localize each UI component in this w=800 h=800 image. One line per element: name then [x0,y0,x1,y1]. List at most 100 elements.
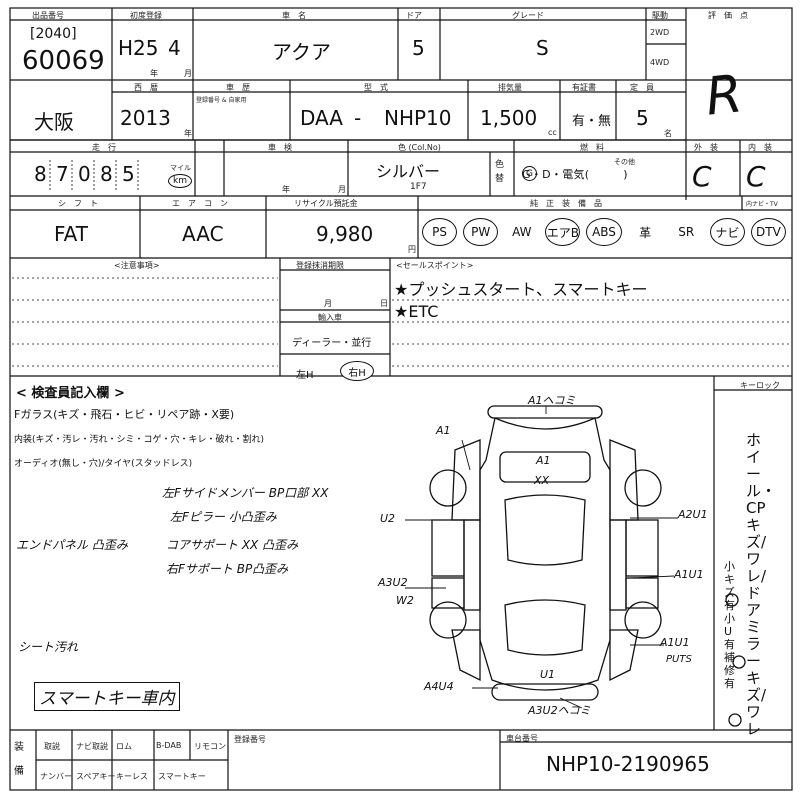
damage-mark: A1U1 [674,568,704,581]
grade-label: グレード [512,11,544,20]
damage-mark: W2 [396,594,414,607]
mileage-label: 走 行 [92,143,116,152]
notes-label: <注意事項> [114,261,160,270]
interior-grade: C [746,160,766,193]
capacity-label: 定 員 [630,83,654,92]
month-mark: 月 [184,69,192,78]
year-label: 西 暦 [134,83,158,92]
exterior-grade: C [692,160,712,193]
equipment-item: AW [512,225,532,239]
first-reg-label: 初度登録 [130,11,162,20]
sales-point: ★プッシュスタート、スマートキー [394,280,648,299]
disp-label: 排気量 [498,83,522,92]
color-name: シルバー [376,162,441,181]
car-diagram [429,405,746,727]
chassis-number: NHP10-2190965 [546,752,710,776]
damage-mark: A2U1 [678,508,708,521]
footer-item: ナビ取説 [76,742,108,751]
audio-tire-line: オーディオ(無し・穴)/タイヤ(スタッドレス) [14,459,193,469]
footer-item: スペアキー [76,772,116,781]
inspection-label: 車 検 [268,143,292,152]
import-label: 輸入車 [318,313,342,322]
damage-mark: U2 [380,512,396,525]
glass-line: Fガラス(キズ・飛石・ヒビ・リペア跡・X要) [14,408,235,421]
recycle-value: 9,980 [316,222,374,246]
mileage-digit: 8 [34,162,47,186]
footer-item: ロム [116,742,132,751]
damage-mark: A1U1 [660,636,690,649]
damage-mark: XX [534,474,550,487]
lot-number: 60069 [22,46,105,76]
interior-label: 内 装 [748,143,772,152]
km-unit: km [168,174,192,188]
capacity: 5 [636,106,649,130]
sales-label: <セールスポイント> [396,261,474,270]
first-reg-month: 4 [168,36,181,60]
veh-sub: 登録番号 & 自家用 [196,97,247,104]
footer-item: スマートキー [158,772,206,781]
mileage-digit: 0 [78,162,91,186]
chassis-label: 車台番号 [506,734,538,743]
damage-mark: A3U2 [378,576,408,589]
lot-code: [2040] [30,26,77,42]
handle-right: 右H [340,361,374,381]
audio-label: 内ナビ・TV [746,201,778,208]
capacity-mark: 名 [664,129,672,138]
side-notes-2: 小キズ有 小U有 補修有 [724,560,735,690]
damage-mark: U1 [540,668,556,681]
veh-label: 車 歴 [226,83,250,92]
equipment-item: PS [422,218,458,246]
car-name: アクア [272,40,331,64]
shift-label: シ フ ト [58,199,98,208]
dealer-parallel: ディーラー・並行 [292,338,372,349]
hw-note: シート汚れ [18,640,79,654]
equipment-item: SR [678,225,695,239]
damage-mark: A1 [536,454,551,467]
equipment-item: 革 [639,225,652,240]
side-notes: ホイール・CPキズ/ワレ/ドアミラーキズ/ワレ [746,431,777,738]
footer-item: 取説 [44,742,60,751]
shift-value: FAT [54,222,89,246]
reg-no-label: 登録番号 [234,735,266,744]
damage-mark: PUTS [666,654,692,665]
color-code: 1F7 [410,182,427,192]
equipment-item: エアB [545,218,581,246]
color-label: 色 (Col.No) [398,143,441,152]
damage-mark: A1ヘコミ [528,394,576,407]
model-label: 型 式 [364,83,388,92]
hw-note: 左Fサイドメンバー BP口部 XX [162,486,329,500]
doors: 5 [412,36,425,60]
hw-note: 右Fサポート BP凸歪み [166,562,289,576]
year-mark-2: 年 [184,129,192,138]
year-western: 2013 [120,106,171,130]
fuel-label: 燃 料 [580,143,604,152]
lot-no-label: 出品番号 [32,11,64,20]
inspector-title: < 検査員記入欄 > [16,386,125,401]
color-change: 色替 [495,160,505,184]
car-name-label: 車 名 [282,11,306,20]
hw-note: 左Fピラー 小凸歪み [170,510,277,524]
damage-mark: A3U2ヘコミ [528,704,591,717]
footer-item: ナンバー [40,772,72,781]
sales-point: ★ETC [394,302,439,321]
exterior-label: 外 装 [694,143,718,152]
footer-equip-label: 装備 [14,742,24,777]
recycle-label: リサイクル預託金 [294,199,358,208]
mileage-digit: 7 [56,162,69,186]
mileage-digit: 5 [122,162,135,186]
displacement: 1,500 [480,106,538,130]
reg-label: 有証書 [572,83,596,92]
drive-2wd: 2WD [650,28,670,37]
year-mark: 年 [150,69,158,78]
damage-mark: A4U4 [424,680,454,693]
equipment-item: PW [463,218,499,246]
hw-note: コアサポート XX 凸歪み [166,538,299,552]
deadline-month: 月 [324,299,332,308]
mileage-digit: 8 [100,162,113,186]
hw-note: エンドパネル 凸歪み [16,538,128,552]
fuel-g-circle: G [522,166,537,181]
model-code: NHP10 [384,106,452,130]
door-label: ドア [406,11,422,20]
